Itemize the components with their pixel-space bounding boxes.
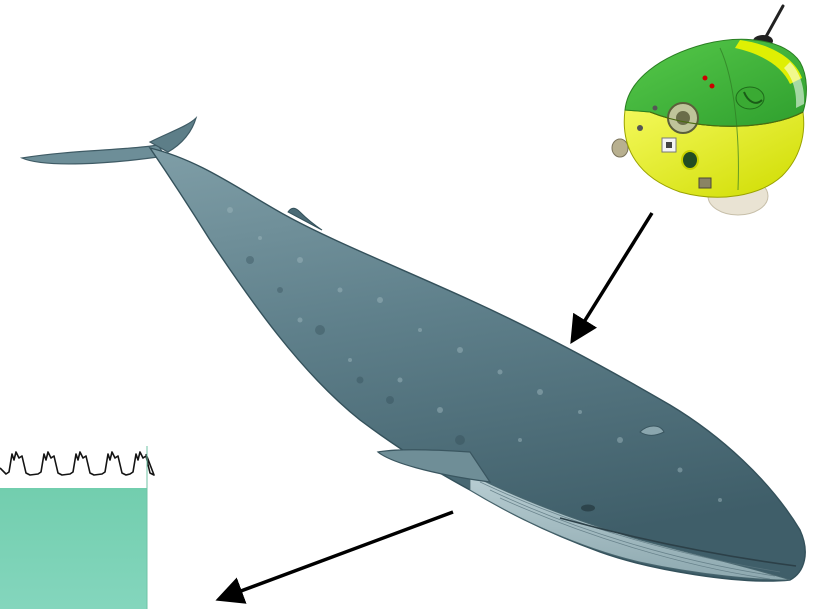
trace-panel: [0, 446, 154, 609]
tag-clip: [699, 178, 711, 188]
tag-screw: [703, 76, 708, 81]
whale-fluke: [22, 145, 165, 164]
whale-eye: [581, 505, 595, 512]
tag-sensor-bump: [736, 87, 764, 109]
tag-suction-cup: [612, 139, 628, 157]
tag-screw: [637, 125, 643, 131]
whale-body: [150, 148, 805, 581]
tag-device: [612, 6, 806, 215]
tag-screw: [653, 106, 658, 111]
arrow-whale-to-trace: [222, 512, 453, 598]
arrow-tag-to-whale: [574, 213, 652, 338]
tag-screw: [710, 84, 715, 89]
tag-led: [682, 151, 698, 169]
